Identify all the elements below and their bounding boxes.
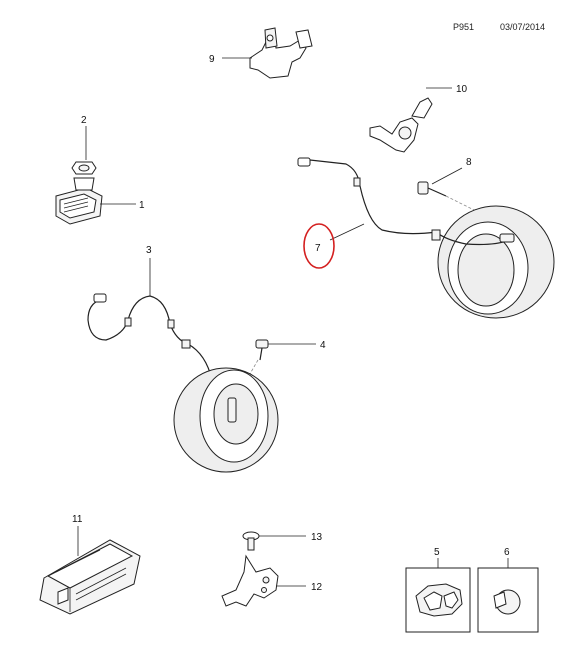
part-11-control-module[interactable]: [39, 539, 141, 615]
part-5-connector-clip[interactable]: [405, 567, 471, 633]
callout-8: 8: [466, 157, 472, 168]
callout-11: 11: [72, 514, 83, 525]
part-12-bracket[interactable]: [221, 554, 279, 607]
part-8-bolt[interactable]: [417, 181, 447, 197]
callout-4: 4: [320, 340, 326, 351]
part-7-rear-sensor-cable[interactable]: [297, 157, 515, 246]
diagram-date: 03/07/2014: [500, 22, 545, 32]
part-9-bracket[interactable]: [249, 27, 313, 79]
callout-9: 9: [209, 54, 215, 65]
rear-tire: [437, 205, 555, 319]
part-10-bracket[interactable]: [369, 97, 433, 153]
callout-10: 10: [456, 84, 468, 95]
callout-12: 12: [311, 582, 323, 593]
callout-2: 2: [81, 115, 87, 126]
callout-6: 6: [504, 547, 510, 558]
front-tire: [173, 367, 279, 473]
part-1-sensor-module[interactable]: [55, 177, 103, 225]
part-6-push-clip[interactable]: [477, 567, 539, 633]
callout-5: 5: [434, 547, 440, 558]
part-13-screw[interactable]: [242, 531, 260, 551]
callout-13: 13: [311, 532, 323, 543]
part-4-bolt[interactable]: [255, 339, 269, 361]
part-2-nut[interactable]: [71, 161, 97, 175]
diagram-code: P951: [453, 22, 474, 32]
callout-3: 3: [146, 245, 152, 256]
callout-7: 7: [315, 243, 321, 254]
highlight-ring-7: [303, 223, 335, 269]
callout-1: 1: [139, 200, 145, 211]
